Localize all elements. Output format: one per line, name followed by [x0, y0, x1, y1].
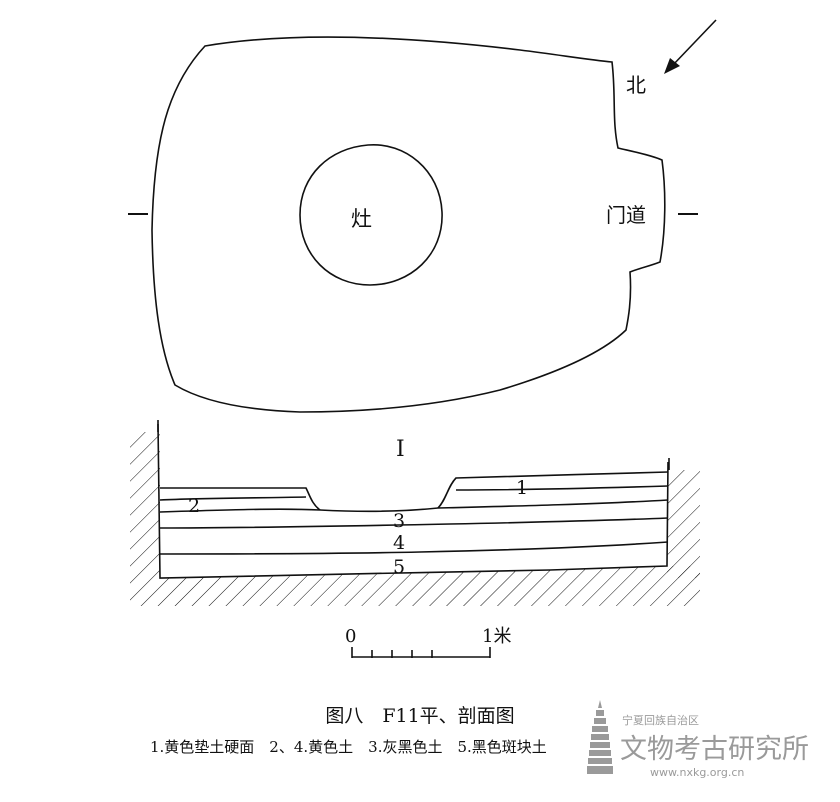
watermark-org-large: 文物考古研究所 — [620, 734, 809, 765]
scale-end-label: 1米 — [482, 626, 511, 647]
layer-label-2: 2 — [188, 495, 200, 517]
figure-title: 图八 F11平、剖面图 — [325, 705, 514, 727]
watermark-url: www.nxkg.org.cn — [650, 766, 744, 779]
layer-3-4-boundary — [159, 517, 669, 529]
layer-label-1: 1 — [516, 477, 528, 499]
plan-view — [151, 36, 666, 413]
watermark-org-small: 宁夏回族自治区 — [622, 713, 699, 727]
section-marker-label: I — [396, 437, 405, 462]
scale-zero-label: 0 — [345, 626, 356, 647]
section-view — [130, 420, 700, 606]
hearth-label: 灶 — [351, 207, 372, 231]
ground-right-wall — [667, 470, 700, 578]
pit-boundary — [157, 423, 669, 579]
layer-label-3: 3 — [393, 510, 405, 532]
north-arrow — [664, 19, 717, 74]
layer-3-top — [159, 499, 669, 513]
layer-4-5-boundary — [159, 541, 669, 555]
house-outline — [151, 36, 666, 413]
door-label: 门道 — [606, 203, 646, 227]
watermark: 宁夏回族自治区 文物考古研究所 www.nxkg.org.cn — [587, 700, 809, 779]
layer-label-4: 4 — [393, 532, 405, 554]
ground-base — [130, 566, 700, 606]
hearth-outline — [299, 144, 443, 286]
figure-legend: 1.黄色垫土硬面 2、4.黄色土 3.灰黑色土 5.黑色斑块土 — [150, 738, 547, 756]
north-label: 北 — [626, 73, 646, 97]
pagoda-logo — [587, 700, 613, 774]
layer-1-left — [160, 487, 321, 511]
scale-bar — [351, 647, 491, 658]
layer-label-5: 5 — [393, 556, 405, 578]
layer-1-right — [437, 471, 669, 509]
ground-left-wall — [130, 432, 160, 578]
